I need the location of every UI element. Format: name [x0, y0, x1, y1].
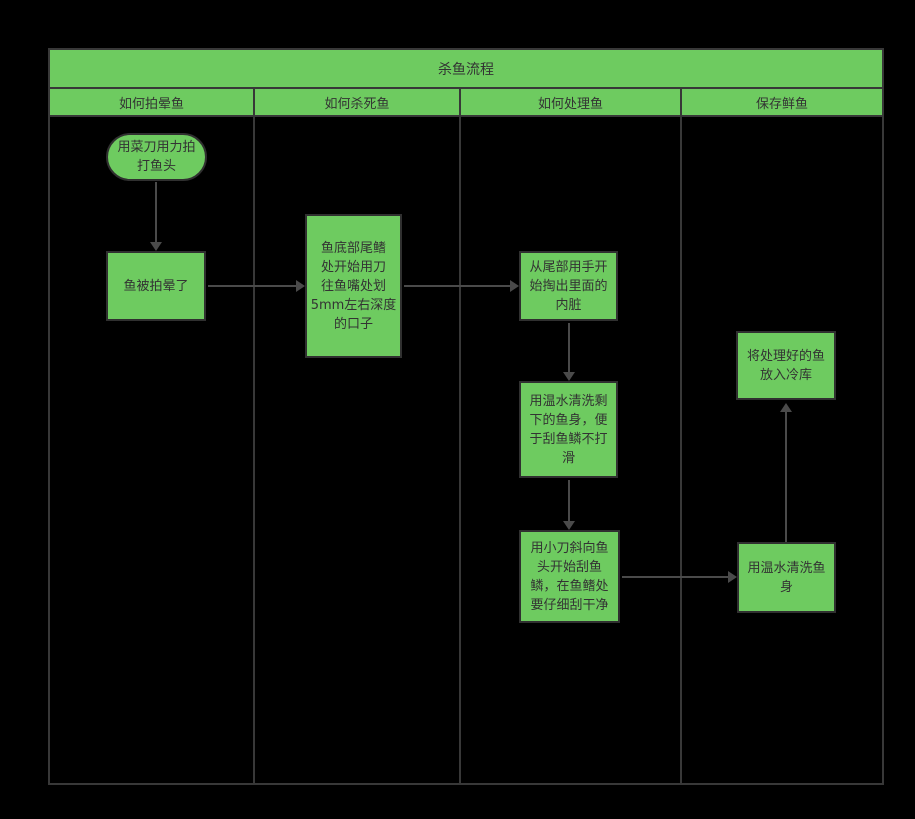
lane-header-process-fish: 如何处理鱼	[461, 89, 682, 115]
node-scrape-scales[interactable]: 用小刀斜向鱼 头开始刮鱼 鳞，在鱼鳍处 要仔细刮干净	[519, 530, 620, 623]
swimlane-frame: 杀鱼流程 如何拍晕鱼 如何杀死鱼 如何处理鱼 保存鲜鱼	[48, 48, 884, 785]
node-cut-belly[interactable]: 鱼底部尾鳍 处开始用刀 往鱼嘴处划 5mm左右深度 的口子	[305, 214, 402, 358]
node-final-rinse[interactable]: 用温水清洗鱼 身	[737, 542, 836, 613]
node-fish-stunned[interactable]: 鱼被拍晕了	[106, 251, 206, 321]
node-remove-guts[interactable]: 从尾部用手开 始掏出里面的 内脏	[519, 251, 618, 321]
lane-header-preserve-fish: 保存鲜鱼	[682, 89, 882, 115]
lane-header-row: 如何拍晕鱼 如何杀死鱼 如何处理鱼 保存鲜鱼	[50, 89, 882, 117]
node-cold-storage[interactable]: 将处理好的鱼 放入冷库	[736, 331, 836, 400]
lane-header-stun-fish: 如何拍晕鱼	[50, 89, 255, 115]
node-hit-head-terminator[interactable]: 用菜刀用力拍 打鱼头	[106, 133, 207, 181]
lane-column-stun-fish	[50, 117, 255, 783]
lane-column-kill-fish	[255, 117, 461, 783]
lane-header-kill-fish: 如何杀死鱼	[255, 89, 461, 115]
node-rinse-warm-water[interactable]: 用温水清洗剩 下的鱼身，便 于刮鱼鳞不打 滑	[519, 381, 618, 478]
lane-column-process-fish	[461, 117, 682, 783]
lane-column-preserve-fish	[682, 117, 882, 783]
lane-body-row	[50, 117, 882, 783]
diagram-title: 杀鱼流程	[50, 50, 882, 89]
